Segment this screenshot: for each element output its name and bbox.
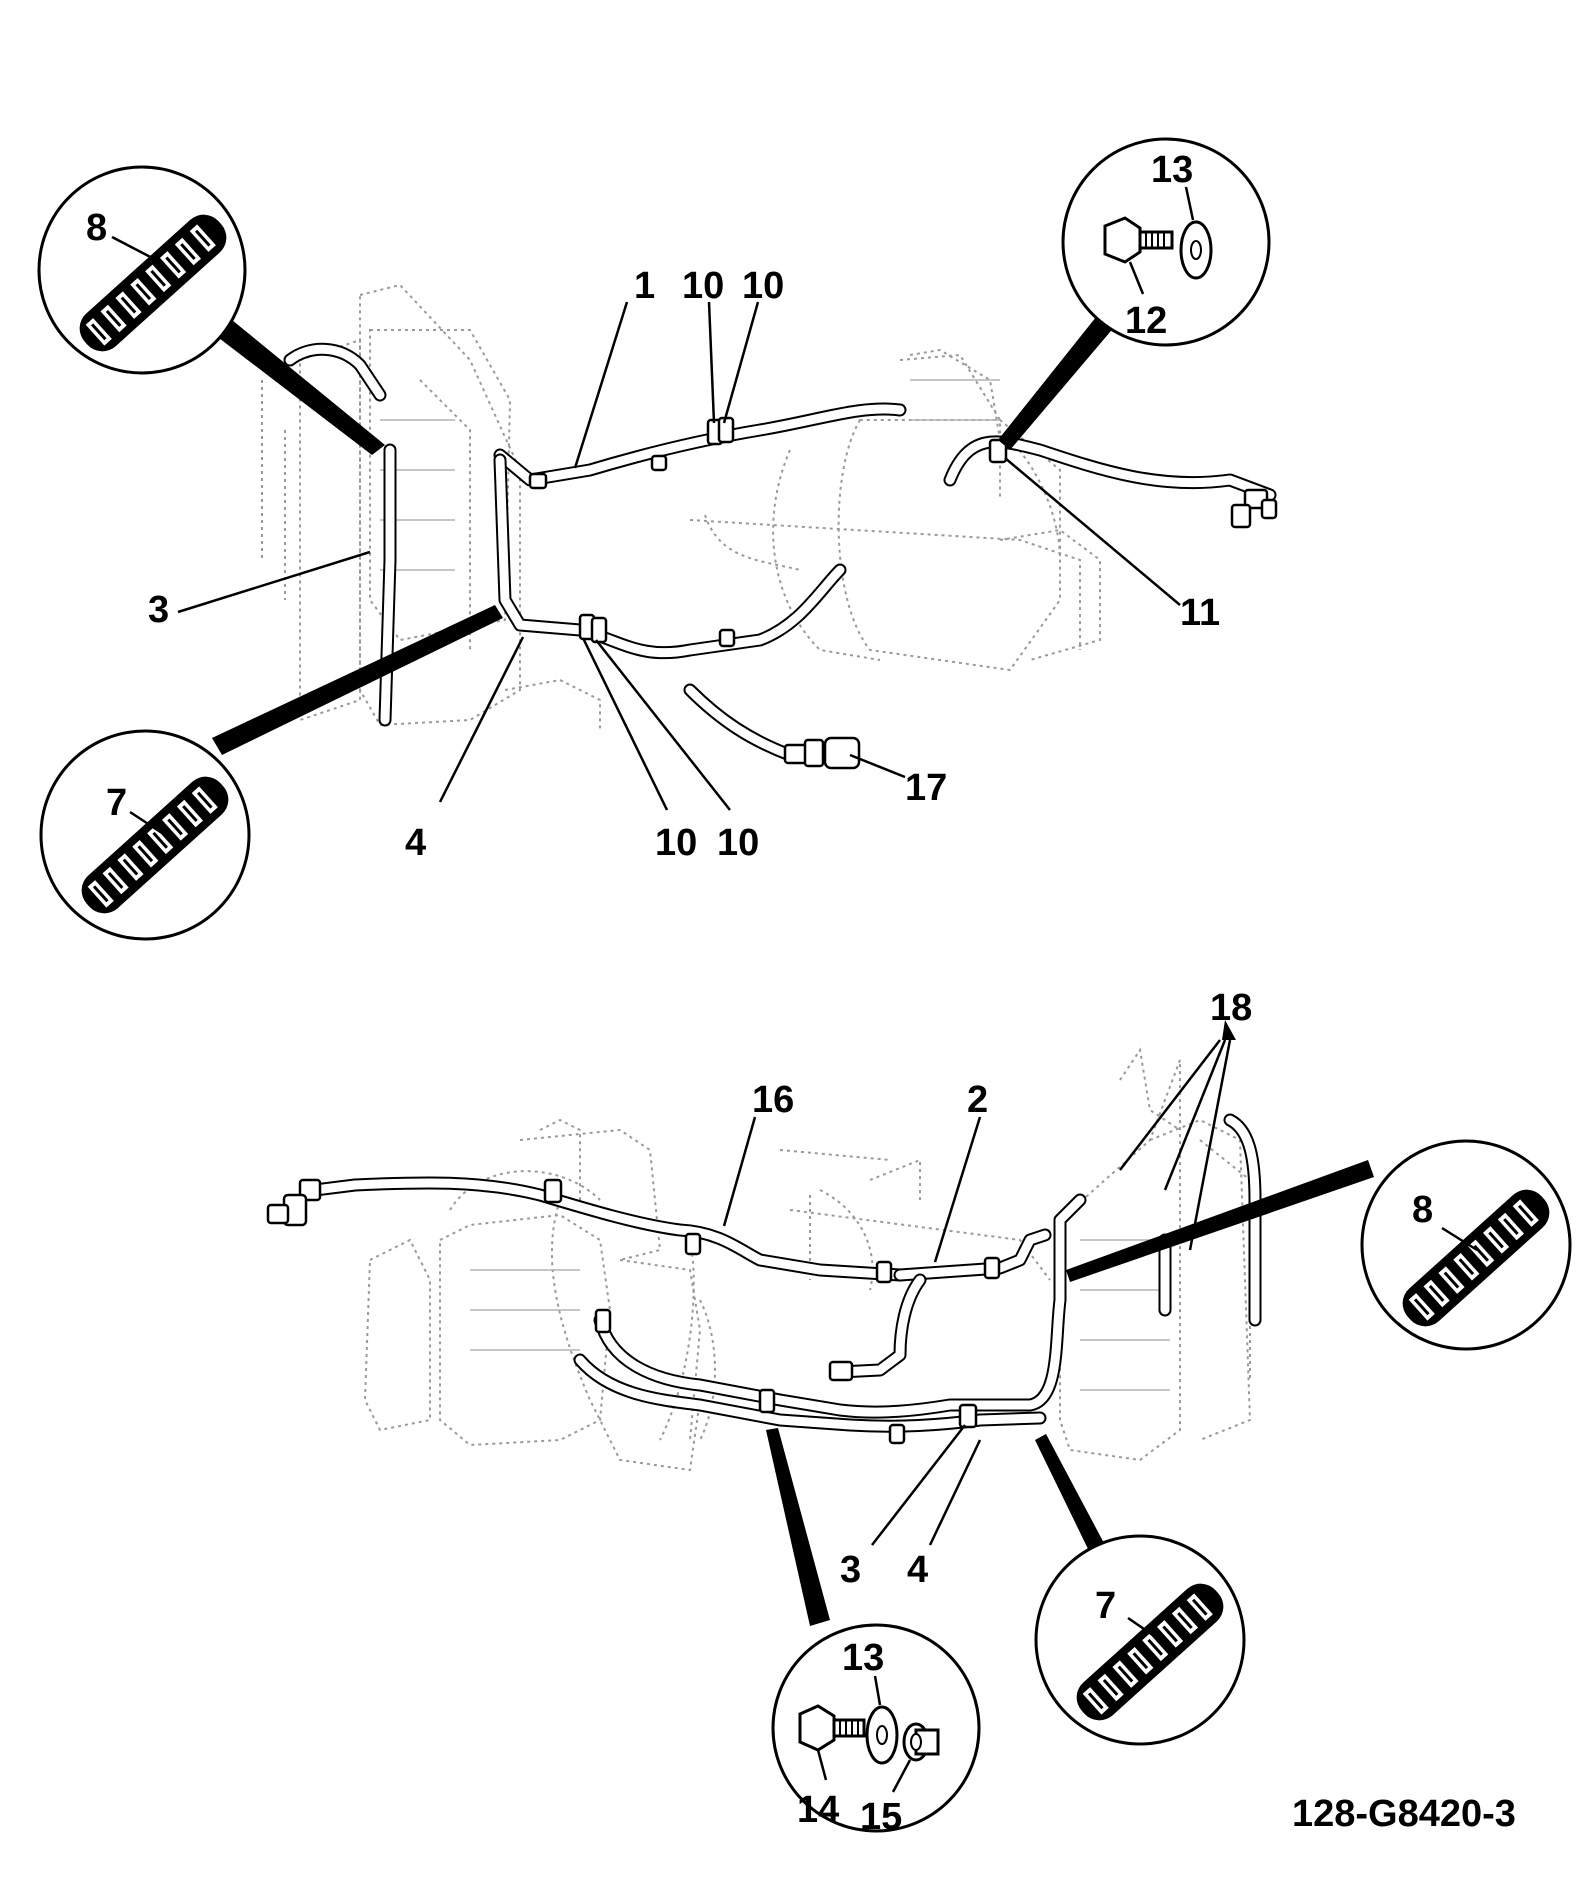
top-hose-1	[493, 402, 907, 487]
top-detail-bolt-washer	[998, 137, 1271, 450]
bottom-leaders	[722, 1020, 1236, 1546]
bottom-hose-2	[893, 1228, 1052, 1282]
callout-16: 16	[752, 1079, 794, 1121]
bottom-hose-2-branch	[833, 1273, 927, 1379]
callout-4: 4	[405, 822, 426, 864]
callout-10: 10	[742, 265, 784, 307]
callout-13: 13	[1151, 149, 1193, 191]
callout-10: 10	[682, 265, 724, 307]
top-hose-4	[493, 453, 847, 660]
callout-3: 3	[840, 1549, 861, 1591]
top-labels: 1 10 10 3 4 10 10 17 11 8 7 13 12	[86, 149, 1220, 864]
bottom-radiator-ghost	[1059, 1047, 1252, 1462]
top-assembly: 1 10 10 3 4 10 10 17 11 8 7 13 12	[37, 137, 1278, 941]
callout-8: 8	[86, 207, 107, 249]
callout-3: 3	[148, 589, 169, 631]
top-clips	[528, 416, 1008, 648]
callout-13: 13	[842, 1637, 884, 1679]
bottom-clips	[543, 1178, 1001, 1445]
bottom-detail-7	[1034, 1434, 1246, 1746]
bottom-detail-bolt-washer	[766, 1428, 981, 1833]
callout-17: 17	[905, 767, 947, 809]
bottom-hose-16	[308, 1176, 907, 1282]
callout-1: 1	[634, 265, 655, 307]
callout-18: 18	[1210, 987, 1252, 1029]
top-valve-17	[783, 736, 861, 770]
top-hose-radiator-loop	[283, 342, 387, 402]
bottom-assembly: 16 2 18 8 7 3 4 13 14 15	[266, 987, 1572, 1838]
top-hose-3	[378, 443, 397, 727]
washer-13	[865, 1705, 899, 1765]
washer-13	[1179, 220, 1213, 280]
bottom-detail-8	[1066, 1139, 1572, 1351]
callout-7: 7	[106, 782, 127, 824]
callout-4: 4	[907, 1549, 928, 1591]
bolt-14	[798, 1704, 866, 1752]
top-hose-to-valve-17	[683, 683, 797, 762]
bottom-hose-3-4	[573, 1193, 1087, 1433]
bolt-12	[1103, 216, 1174, 264]
top-detail-7	[39, 605, 503, 941]
spacer-15	[902, 1722, 940, 1762]
bottom-fitting-left	[266, 1178, 322, 1227]
bottom-hose-radiator-loop	[1158, 1113, 1262, 1327]
top-fitting-right	[1230, 488, 1278, 529]
callout-10: 10	[717, 822, 759, 864]
callout-12: 12	[1125, 300, 1167, 342]
callout-8: 8	[1412, 1189, 1433, 1231]
callout-14: 14	[797, 1789, 839, 1831]
callout-10: 10	[655, 822, 697, 864]
callout-15: 15	[860, 1796, 902, 1838]
callout-7: 7	[1095, 1585, 1116, 1627]
callout-2: 2	[967, 1079, 988, 1121]
drawing-reference: 128-G8420-3	[1292, 1793, 1516, 1835]
top-hose-11	[943, 435, 1277, 502]
callout-11: 11	[1180, 592, 1220, 634]
top-leaders	[177, 301, 1181, 811]
top-detail-8	[37, 165, 385, 455]
bottom-labels: 16 2 18 8 7 3 4 13 14 15	[752, 987, 1433, 1838]
